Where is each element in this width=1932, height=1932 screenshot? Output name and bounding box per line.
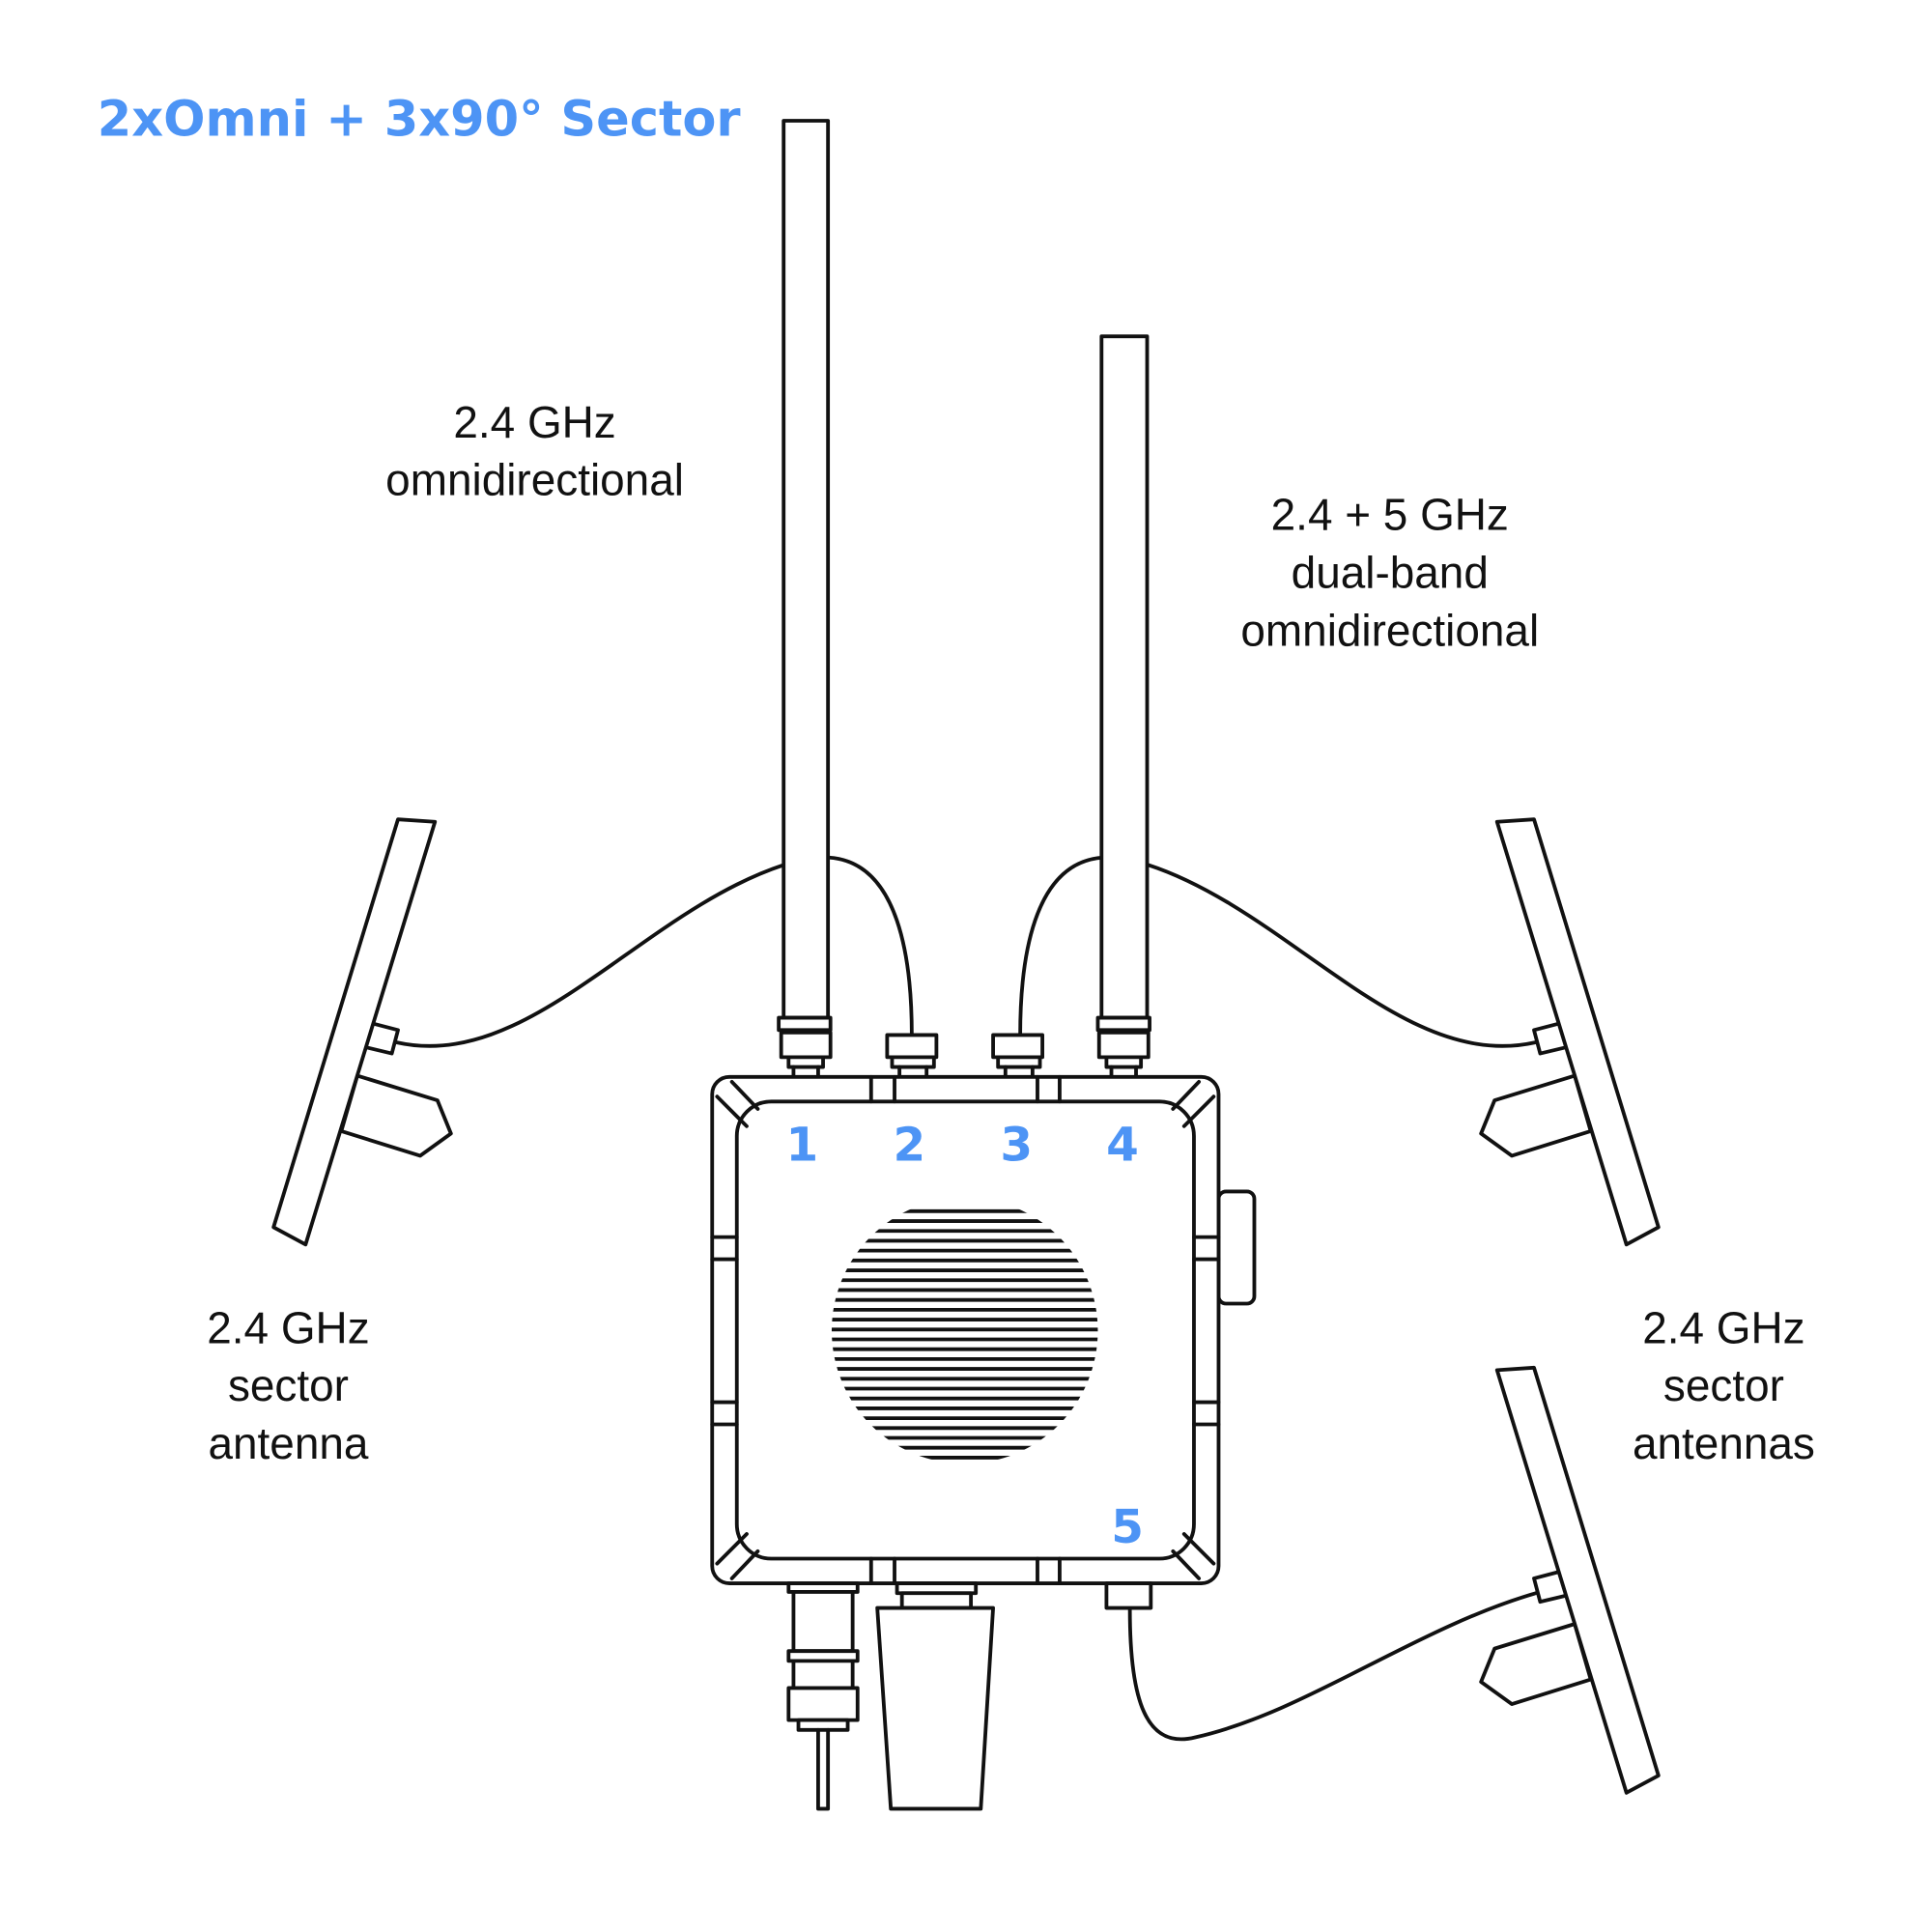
diagram-title: 2xOmni + 3x90° Sector [98, 91, 742, 148]
cable-port3 [1018, 855, 1105, 1037]
label-omni-dual-line2: dual-band [1292, 547, 1489, 597]
label-sector-left-line2: sector [228, 1360, 349, 1410]
connector-port5 [1104, 1581, 1153, 1610]
label-sector-right-line2: sector [1663, 1360, 1784, 1410]
power-connector [786, 1581, 860, 1811]
router-device: 1 2 3 4 5 [710, 1074, 1257, 1585]
cable-port5 [1127, 1590, 1543, 1742]
connector-port3 [991, 1033, 1044, 1079]
cable-left-sector [394, 863, 786, 1048]
cable-gland [875, 1581, 995, 1811]
cable-port2 [827, 855, 914, 1037]
label-omni-24-line2: omnidirectional [385, 455, 684, 505]
label-sector-right-line1: 2.4 GHz [1642, 1302, 1804, 1352]
cable-right-sector [1146, 863, 1538, 1048]
port-label-2: 2 [893, 1119, 925, 1173]
sector-antenna-left [271, 817, 453, 1247]
connector-port2 [885, 1033, 939, 1079]
label-omni-dual-line1: 2.4 + 5 GHz [1271, 489, 1509, 539]
label-omni-dual-line3: omnidirectional [1240, 605, 1539, 655]
port-label-3: 3 [1000, 1119, 1033, 1173]
sector-antenna-right-top [1479, 817, 1661, 1247]
label-sector-left-line1: 2.4 GHz [207, 1302, 369, 1352]
port-label-1: 1 [785, 1119, 818, 1173]
port-label-4: 4 [1106, 1119, 1139, 1173]
label-sector-right-line3: antennas [1633, 1418, 1815, 1468]
label-sector-left-line3: antenna [208, 1418, 368, 1468]
port-label-5: 5 [1111, 1500, 1144, 1554]
omni-antenna-24ghz [777, 119, 833, 1079]
omni-antenna-dualband [1095, 334, 1151, 1079]
label-omni-24-line1: 2.4 GHz [453, 397, 615, 447]
sector-antenna-right-bottom [1479, 1365, 1661, 1795]
